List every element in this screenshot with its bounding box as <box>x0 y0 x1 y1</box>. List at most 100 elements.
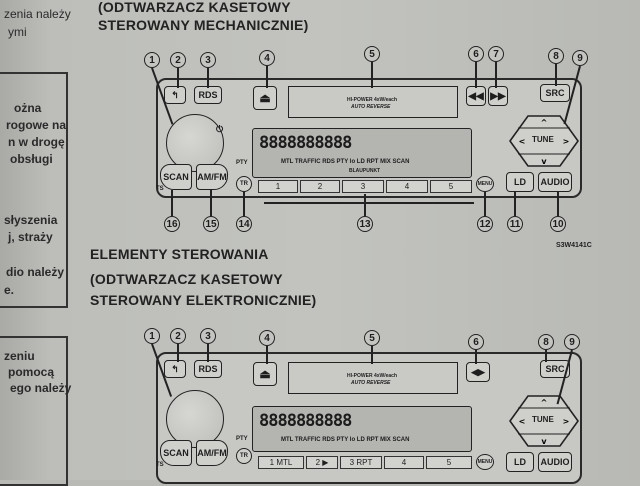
svg-text:<: < <box>519 137 526 146</box>
rds-button[interactable]: RDS <box>194 86 222 104</box>
callout-3: 3 <box>200 52 216 68</box>
leader-line <box>266 346 268 364</box>
release-button-2[interactable]: ↰ <box>164 360 186 378</box>
svg-text:>: > <box>563 417 570 426</box>
diagram1-heading-line2: STEROWANY MECHANICZNIE) <box>98 17 309 33</box>
callout-5: 5 <box>364 46 380 62</box>
leader-line <box>177 344 179 362</box>
volume-knob[interactable] <box>166 114 224 172</box>
preset-5[interactable]: 5 <box>430 180 472 193</box>
callout-9: 9 <box>572 50 588 66</box>
display-segments: 8888888888 <box>259 411 352 431</box>
callout-7: 7 <box>488 46 504 62</box>
callout-4: 4 <box>259 50 275 66</box>
menu-button[interactable]: MENU <box>476 176 494 192</box>
svg-text:<: < <box>519 417 526 426</box>
diagram2-heading-line2: (ODTWARZACZ KASETOWY <box>90 271 283 287</box>
leader-line <box>475 62 477 88</box>
left-text-line: n w drogę <box>8 135 65 149</box>
svg-text:>: > <box>563 137 570 146</box>
preset-5[interactable]: 5 <box>426 456 472 469</box>
ts-label: TS <box>156 462 164 468</box>
leader-line <box>475 350 477 364</box>
preset-3[interactable]: 3 <box>342 180 384 193</box>
release-icon: ↰ <box>171 363 179 374</box>
audio-button-2[interactable]: AUDIO <box>538 452 572 472</box>
tune-pad-shape: ^ v < > <box>509 115 579 167</box>
preset-3[interactable]: 3 RPT <box>340 456 382 469</box>
preset-1[interactable]: 1 MTL <box>258 456 304 469</box>
pty-label: PTY <box>236 160 248 166</box>
rds-button-2[interactable]: RDS <box>194 360 222 378</box>
display-segments: 8888888888 <box>259 133 352 153</box>
preset-2[interactable]: 2 ▶ <box>306 456 338 469</box>
left-text-line: e. <box>4 283 15 297</box>
cassette-slot: HI-POWER 4xW/each AUTO REVERSE <box>288 86 458 118</box>
brand-label: BLAUPUNKT <box>349 168 381 174</box>
callout-5: 5 <box>364 330 380 346</box>
rewind-icon: ◀◀ <box>468 90 484 102</box>
fast-forward-button[interactable]: ▶▶ <box>488 86 508 106</box>
tune-pad-2[interactable]: ^ v < > TUNE <box>500 390 580 452</box>
callout-1: 1 <box>144 328 160 344</box>
preset-4[interactable]: 4 <box>386 180 428 193</box>
diagram1-heading-line1: (ODTWARZACZ KASETOWY <box>98 0 291 15</box>
figure-code: S3W4141C <box>556 242 592 249</box>
leader-line <box>495 62 497 88</box>
lcd-display-2: 8888888888 MTL TRAFFIC RDS PTY lo LD RPT… <box>252 406 472 452</box>
ts-label: TS <box>156 186 164 192</box>
left-text-line: obsługi <box>10 152 53 166</box>
audio-button[interactable]: AUDIO <box>538 172 572 192</box>
scan-button-2[interactable]: SCAN <box>160 440 192 466</box>
eject-icon: ⏏ <box>259 91 271 105</box>
preset-1[interactable]: 1 <box>258 180 298 193</box>
ld-button-2[interactable]: LD <box>506 452 534 472</box>
amfm-button[interactable]: AM/FM <box>196 164 228 190</box>
src-button[interactable]: SRC <box>540 84 570 102</box>
cassette-slot-2: HI-POWER 4xW/each AUTO REVERSE <box>288 362 458 394</box>
power-icon: ⏻ <box>216 124 224 134</box>
callout-6: 6 <box>468 334 484 350</box>
left-text-line: zenia należy <box>4 7 71 21</box>
amfm-button-2[interactable]: AM/FM <box>196 440 228 466</box>
preset-2[interactable]: 2 <box>300 180 340 193</box>
tr-button[interactable]: TR <box>236 176 252 192</box>
callout-15: 15 <box>203 216 219 232</box>
slot-text-1: HI-POWER 4xW/each <box>347 97 398 103</box>
eject-button-2[interactable]: ⏏ <box>253 362 277 386</box>
svg-text:v: v <box>541 157 547 166</box>
volume-knob-2[interactable] <box>166 390 224 448</box>
ld-button[interactable]: LD <box>506 172 534 192</box>
seek-button[interactable]: ◀▶ <box>466 362 490 382</box>
callout-8: 8 <box>538 334 554 350</box>
callout-2: 2 <box>170 52 186 68</box>
left-text-line: dio należy <box>6 265 65 279</box>
src-button-2[interactable]: SRC <box>540 360 570 378</box>
callout-2: 2 <box>170 328 186 344</box>
release-button[interactable]: ↰ <box>164 86 186 104</box>
fast-forward-icon: ▶▶ <box>490 90 506 102</box>
left-text-line: ożna <box>14 101 42 115</box>
callout-1: 1 <box>144 52 160 68</box>
rewind-button[interactable]: ◀◀ <box>466 86 486 106</box>
tune-pad[interactable]: ^ v < > TUNE <box>500 110 580 172</box>
leader-bracket <box>264 202 474 204</box>
leader-line <box>243 192 245 216</box>
callout-11: 11 <box>507 216 523 232</box>
left-text-line: pomocą <box>8 365 55 379</box>
scan-button[interactable]: SCAN <box>160 164 192 190</box>
slot-text-2: AUTO REVERSE <box>351 104 391 110</box>
eject-button[interactable]: ⏏ <box>253 86 277 110</box>
tune-label: TUNE <box>532 135 554 144</box>
callout-12: 12 <box>477 216 493 232</box>
pty-label: PTY <box>236 436 248 442</box>
leader-line <box>177 68 179 88</box>
eject-icon: ⏏ <box>259 367 271 381</box>
tr-button-2[interactable]: TR <box>236 448 252 464</box>
menu-button-2[interactable]: MENU <box>476 454 494 470</box>
slot-text-2: AUTO REVERSE <box>351 380 391 386</box>
tune-pad-shape: ^ v < > <box>509 395 579 447</box>
preset-4[interactable]: 4 <box>384 456 424 469</box>
seek-icon: ◀▶ <box>471 366 485 377</box>
callout-14: 14 <box>236 216 252 232</box>
